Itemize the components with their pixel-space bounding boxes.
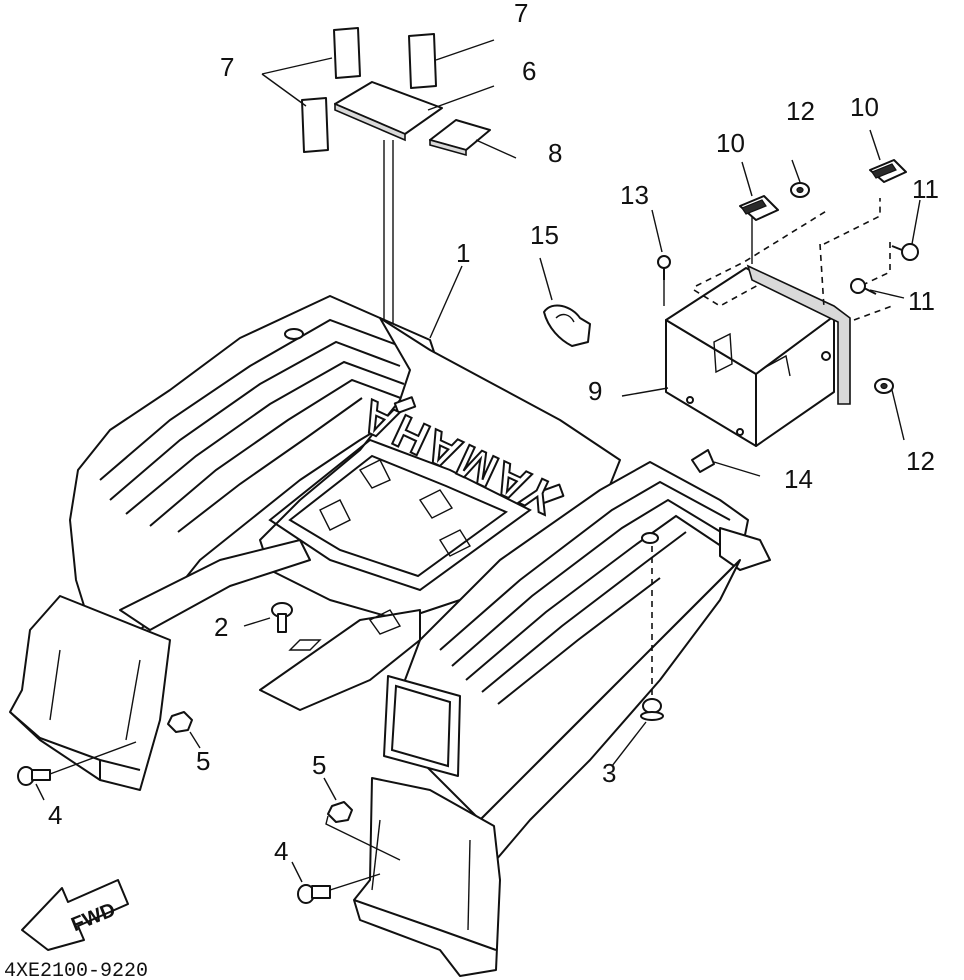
screw-11-upper [891,243,919,261]
callout-14: 14 [784,464,813,494]
washer-12-right [874,378,894,394]
right-rail [259,609,421,711]
callout-8: 8 [548,138,562,168]
callout-4-left: 4 [48,800,62,830]
fender-left-hole [284,328,304,340]
callout-5-right: 5 [312,750,326,780]
drawing-code: 4XE2100-9220 [4,960,148,980]
right-mud-flap [353,777,501,977]
fender-right-tab [719,527,771,571]
fender-right-skirt [479,559,741,861]
storage-box [665,264,851,447]
callout-9: 9 [588,376,602,406]
box-lid-rim [746,264,851,405]
pad-8-edge [429,138,467,157]
screw-11-lower [850,278,877,295]
fender-slot-right [537,483,565,505]
clip-10-b [869,159,907,183]
pad-7-top-right [408,33,437,89]
screw-13 [657,255,671,280]
callout-12-right: 12 [906,446,935,476]
clamp-15 [539,257,591,347]
bolt-4-left [17,741,137,801]
callout-2: 2 [214,612,228,642]
bolt-4-right [291,861,381,904]
box-screw-hole [821,351,831,361]
tail-reflector [383,675,461,777]
callout-10-top: 10 [850,92,879,122]
callout-7-top: 7 [514,0,528,28]
pad-6-edge [334,102,406,142]
bolt-2 [271,602,293,633]
left-rail [119,539,311,631]
callout-11-lower: 11 [908,286,935,316]
screw-3 [611,698,664,767]
callout-4-right: 4 [274,836,288,866]
washer-12-top [790,182,810,198]
callout-5-left: 5 [196,746,210,776]
fender-right-hole [641,532,659,544]
callout-13: 13 [620,180,649,210]
callout-3: 3 [602,758,616,788]
leader-1 [429,265,463,339]
callout-12-top: 12 [786,96,815,126]
nut-5-left [167,711,201,749]
clip-14 [691,449,761,477]
nut-5-right [323,777,401,861]
leaders [243,129,921,627]
pad-group [301,27,491,157]
clip-10-a [739,195,779,221]
callout-10-left: 10 [716,128,745,158]
fwd-arrow-badge: FWD [21,879,129,951]
callout-6: 6 [522,56,536,86]
fender-slot-left [393,396,417,414]
fwd-arrow-icon [21,879,129,951]
callout-11-upper: 11 [912,174,939,204]
pad-7-top-left [333,27,361,79]
callout-15: 15 [530,220,559,250]
callout-labels: 7 7 6 8 12 10 10 11 13 15 1 11 9 12 14 2… [48,0,939,866]
rear-fender: YAMAHA [9,295,771,977]
callout-1: 1 [456,238,470,268]
callout-7-left: 7 [220,52,234,82]
pad-7-left [301,97,329,153]
